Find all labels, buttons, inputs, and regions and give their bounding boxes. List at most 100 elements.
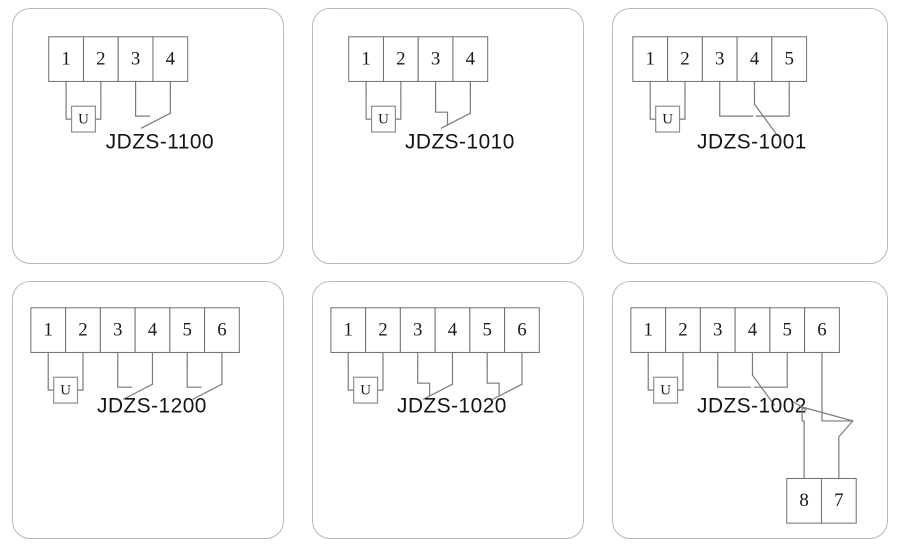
- terminal-leads: [347, 351, 523, 362]
- coil-assembly: U: [65, 89, 102, 133]
- terminal-box-1[interactable]: [330, 307, 367, 353]
- coil-wires: [47, 360, 84, 391]
- terminal-box-5[interactable]: [169, 307, 206, 353]
- terminal-1[interactable]: 1: [630, 307, 667, 353]
- terminal-number-6: 6: [217, 319, 226, 340]
- terminal-6[interactable]: 6: [504, 307, 540, 353]
- terminal-number-6: 6: [817, 319, 826, 340]
- terminal-box-6[interactable]: [804, 307, 840, 353]
- terminal-box-5[interactable]: [771, 36, 808, 82]
- terminal-3[interactable]: 3: [117, 36, 154, 82]
- coil-box: [70, 105, 96, 133]
- terminal-4[interactable]: 4: [736, 36, 773, 82]
- terminal-box-2[interactable]: [382, 36, 419, 82]
- terminal-1[interactable]: 1: [632, 36, 669, 82]
- terminal-1[interactable]: 1: [48, 36, 84, 82]
- terminal-number-4: 4: [166, 48, 176, 69]
- terminal-box-6[interactable]: [204, 307, 240, 353]
- terminal-number-2: 2: [396, 48, 405, 69]
- aux-terminal-7[interactable]: 7: [820, 477, 857, 524]
- terminal-2[interactable]: 2: [382, 36, 419, 82]
- terminal-box-6[interactable]: [504, 307, 540, 353]
- terminal-4[interactable]: 4: [152, 36, 189, 82]
- aux-terminal-box-8[interactable]: [786, 477, 822, 524]
- contact-normally-closed-3-4: [434, 89, 472, 129]
- terminal-3[interactable]: 3: [701, 36, 738, 82]
- coil-wires: [365, 89, 402, 120]
- terminal-number-3: 3: [113, 319, 122, 340]
- terminal-box-4[interactable]: [434, 307, 471, 353]
- coil-label: U: [660, 383, 671, 399]
- terminal-2[interactable]: 2: [82, 36, 119, 82]
- terminal-5[interactable]: 5: [169, 307, 206, 353]
- terminal-number-2: 2: [680, 48, 689, 69]
- terminal-box-3[interactable]: [701, 36, 738, 82]
- terminal-box-4[interactable]: [152, 36, 189, 82]
- terminal-box-2[interactable]: [665, 307, 701, 353]
- terminal-2[interactable]: 2: [65, 307, 101, 353]
- terminal-2[interactable]: 2: [365, 307, 401, 353]
- terminal-box-2[interactable]: [667, 36, 703, 82]
- terminal-box-4[interactable]: [134, 307, 171, 353]
- aux-terminal-8[interactable]: 8: [786, 477, 822, 524]
- terminal-2[interactable]: 2: [665, 307, 701, 353]
- terminal-1[interactable]: 1: [330, 307, 367, 353]
- terminal-number-3: 3: [131, 48, 140, 69]
- model-label-jdzs-1001: JDZS-1001: [697, 130, 807, 153]
- contact-lead-5: [486, 360, 500, 396]
- coil-box: [655, 105, 681, 133]
- aux-terminal-box-7[interactable]: [820, 477, 857, 524]
- terminal-4[interactable]: 4: [734, 307, 771, 353]
- terminal-number-1: 1: [44, 319, 53, 340]
- contact-lead-3: [434, 89, 449, 125]
- terminal-box-1[interactable]: [48, 36, 84, 82]
- terminal-box-5[interactable]: [469, 307, 506, 353]
- terminal-3[interactable]: 3: [99, 307, 136, 353]
- contact-lead-5: [755, 89, 790, 117]
- terminal-box-2[interactable]: [82, 36, 119, 82]
- model-label-jdzs-1020: JDZS-1020: [397, 395, 507, 418]
- terminal-3[interactable]: 3: [699, 307, 736, 353]
- terminal-number-2: 2: [96, 48, 105, 69]
- terminal-4[interactable]: 4: [434, 307, 471, 353]
- coil-wires: [65, 89, 102, 120]
- terminal-6[interactable]: 6: [204, 307, 240, 353]
- contact-normally-open-3-4: [117, 360, 154, 400]
- terminal-6[interactable]: 6: [804, 307, 840, 353]
- terminal-number-1: 1: [344, 319, 353, 340]
- terminal-5[interactable]: 5: [469, 307, 506, 353]
- terminal-box-5[interactable]: [769, 307, 806, 353]
- terminal-box-1[interactable]: [630, 307, 667, 353]
- terminal-box-3[interactable]: [699, 307, 736, 353]
- terminal-box-3[interactable]: [417, 36, 454, 82]
- coil-label: U: [78, 112, 89, 128]
- terminal-3[interactable]: 3: [417, 36, 454, 82]
- terminal-5[interactable]: 5: [771, 36, 808, 82]
- coil-box: [353, 376, 379, 404]
- terminal-1[interactable]: 1: [30, 307, 67, 353]
- coil-assembly: U: [647, 360, 684, 404]
- terminal-2[interactable]: 2: [667, 36, 703, 82]
- terminal-3[interactable]: 3: [399, 307, 436, 353]
- terminal-1[interactable]: 1: [348, 36, 384, 82]
- terminal-number-3: 3: [431, 48, 440, 69]
- terminal-4[interactable]: 4: [134, 307, 171, 353]
- terminal-number-5: 5: [785, 48, 794, 69]
- model-label-jdzs-1010: JDZS-1010: [405, 130, 515, 153]
- terminal-5[interactable]: 5: [769, 307, 806, 353]
- terminal-4[interactable]: 4: [452, 36, 489, 82]
- aux-terminal-number-8: 8: [799, 490, 808, 511]
- contact-normally-closed-3-4: [417, 360, 454, 400]
- terminal-box-1[interactable]: [348, 36, 384, 82]
- terminal-number-4: 4: [750, 48, 760, 69]
